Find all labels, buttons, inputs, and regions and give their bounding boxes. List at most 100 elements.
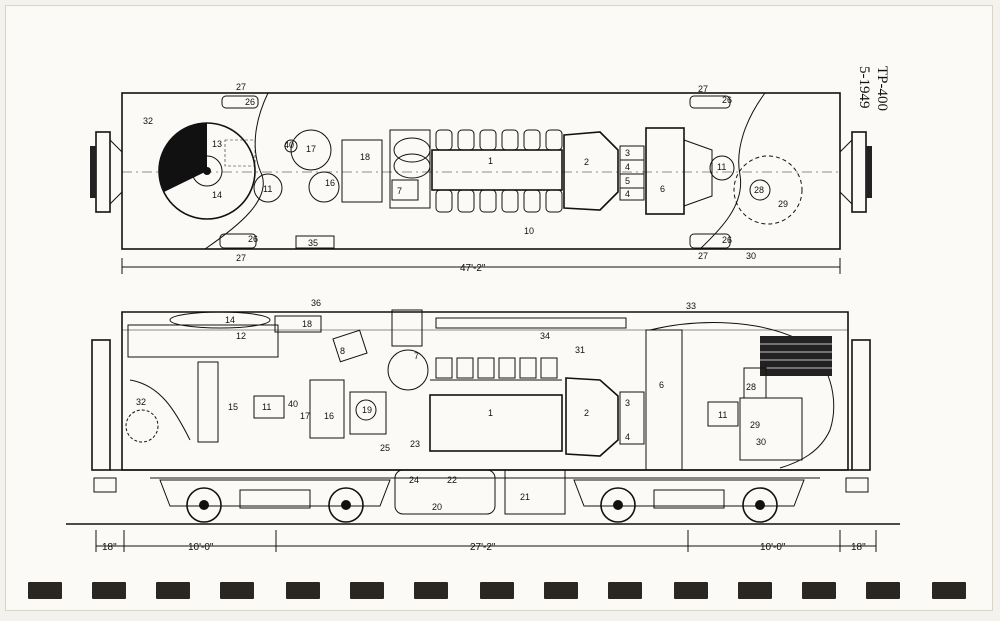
plan-callout: 40	[284, 140, 294, 150]
plan-generator-7	[389, 129, 431, 209]
elev-callout: 11	[718, 410, 727, 420]
elevation-component-8	[332, 329, 368, 363]
elev-callout: 8	[340, 346, 345, 356]
elevation-component-21	[504, 469, 566, 515]
elevation-component-32	[125, 409, 159, 443]
plan-callout: 4	[625, 162, 630, 172]
perforation-hole	[544, 582, 578, 599]
perforation-hole	[28, 582, 62, 599]
plan-component-6	[645, 127, 685, 215]
elev-callout: 12	[236, 331, 246, 341]
elevation-generator-7	[387, 349, 429, 391]
plan-body-outline	[121, 92, 841, 250]
dim-overhang-right: 18"	[851, 542, 866, 553]
elevation-coupler-left	[93, 477, 117, 493]
elevation-roof-hatch	[760, 336, 832, 376]
plan-callout: 27	[236, 82, 246, 92]
plan-callout: 27	[698, 251, 708, 261]
elev-callout: 33	[686, 301, 696, 311]
elev-callout: 36	[311, 298, 321, 308]
elev-callout: 28	[746, 382, 756, 392]
elev-callout: 16	[324, 411, 334, 421]
plan-callout: 2	[584, 157, 589, 167]
perforation-hole	[802, 582, 836, 599]
plan-callout: 10	[524, 226, 534, 236]
elev-callout: 23	[410, 439, 420, 449]
dim-truck-right: 10'-0"	[760, 542, 786, 553]
plan-cutaway-right	[699, 92, 766, 250]
plan-cutaway-left	[204, 92, 269, 250]
plan-callout: 5	[625, 176, 630, 186]
elevation-gearbox	[565, 377, 619, 457]
perforation-hole	[738, 582, 772, 599]
dim-overhang-left: 18"	[102, 542, 117, 553]
elevation-carbody	[121, 311, 849, 471]
elev-callout: 19	[362, 405, 372, 415]
plan-radiator-fan	[158, 122, 256, 220]
plan-callout: 13	[212, 139, 222, 149]
elevation-component-11	[253, 395, 285, 419]
elevation-dimension-chain	[95, 530, 877, 552]
plan-callout: 26	[722, 235, 732, 245]
plan-callout: 7	[397, 186, 402, 196]
plan-callout: 17	[306, 144, 316, 154]
elevation-end-right	[851, 339, 871, 471]
plan-callout: 11	[263, 184, 272, 194]
drawing-sheet	[6, 6, 992, 610]
elev-callout: 24	[409, 475, 419, 485]
plan-callout: 4	[625, 189, 630, 199]
elevation-fan	[169, 311, 271, 329]
elev-callout: 22	[447, 475, 457, 485]
perforation-hole	[350, 582, 384, 599]
perforation-hole	[156, 582, 190, 599]
elevation-truck-right	[573, 479, 805, 523]
elev-callout: 17	[300, 411, 310, 421]
elev-callout: 21	[520, 492, 530, 502]
elev-callout: 1	[488, 408, 493, 418]
plan-callout: 18	[360, 152, 370, 162]
dim-truck-left: 10'-0"	[188, 542, 214, 553]
perforation-hole	[286, 582, 320, 599]
plan-component-17	[290, 129, 332, 171]
elev-callout: 34	[540, 331, 550, 341]
plan-callout: 3	[625, 148, 630, 158]
elev-callout: 30	[756, 437, 766, 447]
plan-component-18	[341, 139, 383, 203]
plan-component-11b	[709, 155, 735, 181]
perforation-hole	[608, 582, 642, 599]
plan-callout: 30	[746, 251, 756, 261]
plan-component-11	[253, 173, 283, 203]
plan-callout: 26	[722, 95, 732, 105]
plan-component-29	[733, 155, 803, 225]
plan-callout: 32	[143, 116, 153, 126]
elevation-component-16	[309, 379, 345, 439]
plan-callout: 11	[717, 162, 726, 172]
plan-engine	[431, 129, 563, 213]
elev-callout: 6	[659, 380, 664, 390]
elev-callout: 32	[136, 397, 146, 407]
plan-callout: 26	[248, 234, 258, 244]
elevation-boiler	[739, 397, 803, 461]
perforation-hole	[866, 582, 900, 599]
elev-callout: 14	[225, 315, 235, 325]
plan-component-3-4	[619, 145, 645, 201]
plan-callout: 28	[754, 185, 764, 195]
plan-callout: 1	[488, 156, 493, 166]
plan-callout: 26	[245, 97, 255, 107]
perforation-hole	[220, 582, 254, 599]
elevation-radiator	[127, 324, 279, 358]
elevation-cutaway-left	[129, 379, 191, 441]
elev-callout: 18	[302, 319, 312, 329]
dim-truck-centers: 27'-2"	[470, 542, 496, 553]
plan-box-35	[295, 235, 335, 249]
elevation-view: 18" 10'-0" 27'-2" 10'-0" 18" 36 33 14 18…	[66, 298, 900, 553]
elevation-truck-left	[159, 479, 391, 523]
perforation-hole	[674, 582, 708, 599]
elev-callout: 31	[575, 345, 585, 355]
elev-callout: 20	[432, 502, 442, 512]
elevation-end-left	[91, 339, 111, 471]
elevation-component-6	[645, 329, 683, 471]
plan-callout: 27	[698, 84, 708, 94]
elev-callout: 2	[584, 408, 589, 418]
